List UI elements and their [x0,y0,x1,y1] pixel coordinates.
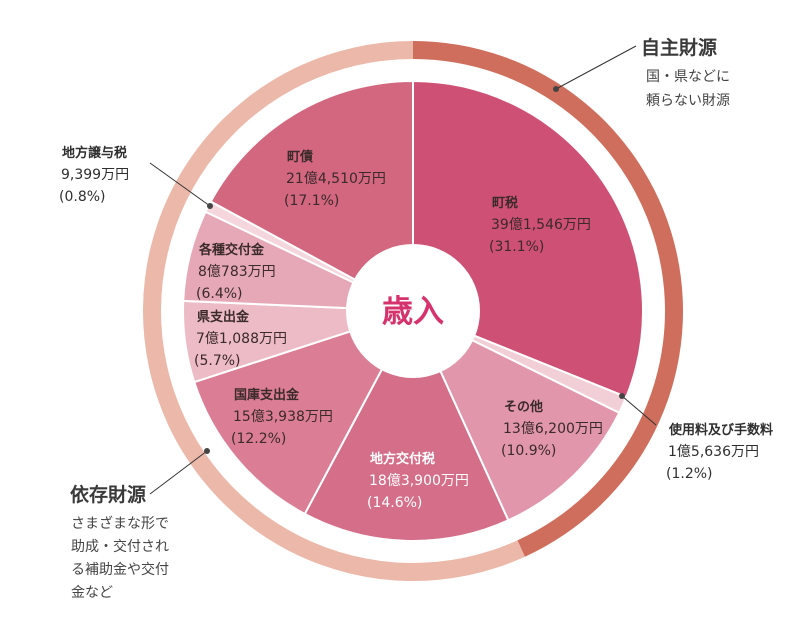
slice-amount: 13億6,200万円 [503,421,603,437]
group-dependent-desc-line: る補助金や交付 [71,561,169,578]
chart-title: 歳入 [382,294,444,330]
slice-percent: (31.1%) [489,239,544,255]
slice-name: 国庫支出金 [234,387,300,403]
slice-3 [410,308,621,522]
group-own-title: 自主財源 [641,36,717,59]
leader-line [621,395,657,426]
slice-name: 町債 [287,149,313,165]
slice-name: 地方交付税 [370,451,435,467]
slice-percent: (0.8%) [59,189,106,205]
slice-amount: 7億1,088万円 [196,331,287,347]
slice-amount: 18億3,900万円 [369,473,469,489]
group-own-leader [555,45,637,90]
slice-amount: 39億1,546万円 [491,217,591,233]
slice-percent: (6.4%) [196,286,243,302]
slice-label-9: 町債 21億4,510万円 (17.1%) [284,149,386,209]
group-dependent-desc-line: 助成・交付され [71,538,169,555]
slice-labels: 町税 39億1,546万円 (31.1%) 使用料及び手数料 1億5,636万円 (1.2… [59,145,773,511]
slice-amount: 8億783万円 [198,264,276,280]
slice-label-6: 県支出金 7億1,088万円 (5.7%) [194,309,287,369]
leader-lines [149,45,657,495]
slice-name: 町税 [492,195,518,211]
slice-label-4: 地方交付税 18億3,900万円 (14.6%) [367,451,469,511]
slice-percent: (5.7%) [194,353,241,369]
slice-amount: 21億4,510万円 [286,171,386,187]
slice-label-7: 各種交付金 8億783万円 (6.4%) [196,242,276,302]
slice-name: 県支出金 [197,309,250,325]
group-caption-own: 自主財源 国・県などに 頼らない財源 [641,36,730,109]
slice-percent: (14.6%) [367,495,422,511]
slice-label-3: その他 13億6,200万円 (10.9%) [501,399,603,459]
slice-amount: 15億3,938万円 [233,409,333,425]
leader-dot [619,393,625,399]
slice-9 [209,79,414,313]
slice-percent: (1.2%) [666,466,713,482]
slice-percent: (10.9%) [501,443,556,459]
slice-5 [192,309,416,516]
slice-percent: (17.1%) [284,193,339,209]
leader-dot [207,203,213,209]
slice-label-5: 国庫支出金 15億3,938万円 (12.2%) [231,387,333,447]
group-dependent-title: 依存財源 [70,483,146,506]
slice-4 [303,308,510,542]
group-dependent-leader [149,450,208,495]
slice-name: 各種交付金 [198,242,265,258]
slice-name: 地方譲与税 [62,145,127,161]
group-dependent-desc-line: 金など [71,585,113,601]
group-own-desc-line: 頼らない財源 [646,93,730,109]
group-caption-dependent: 依存財源 さまざまな形で 助成・交付され る補助金や交付 金など [70,483,169,601]
group-own-desc-line: 国・県などに [646,69,730,85]
slice-label-8: 地方譲与税 9,399万円 (0.8%) [59,145,129,205]
slice-amount: 9,399万円 [61,167,129,183]
slice-label-2: 使用料及び手数料 1億5,636万円 (1.2%) [666,422,773,482]
leader-dot [204,448,210,454]
slice-percent: (12.2%) [231,431,286,447]
center-hole [346,244,480,378]
slice-label-1: 町税 39億1,546万円 (31.1%) [489,195,591,255]
leader-dot [553,86,559,92]
slice-amount: 1億5,636万円 [668,444,759,460]
group-dependent-desc-line: さまざまな形で [71,515,169,532]
slice-name: 使用料及び手数料 [668,422,773,438]
leader-line [149,162,211,207]
slice-name: その他 [504,399,543,415]
